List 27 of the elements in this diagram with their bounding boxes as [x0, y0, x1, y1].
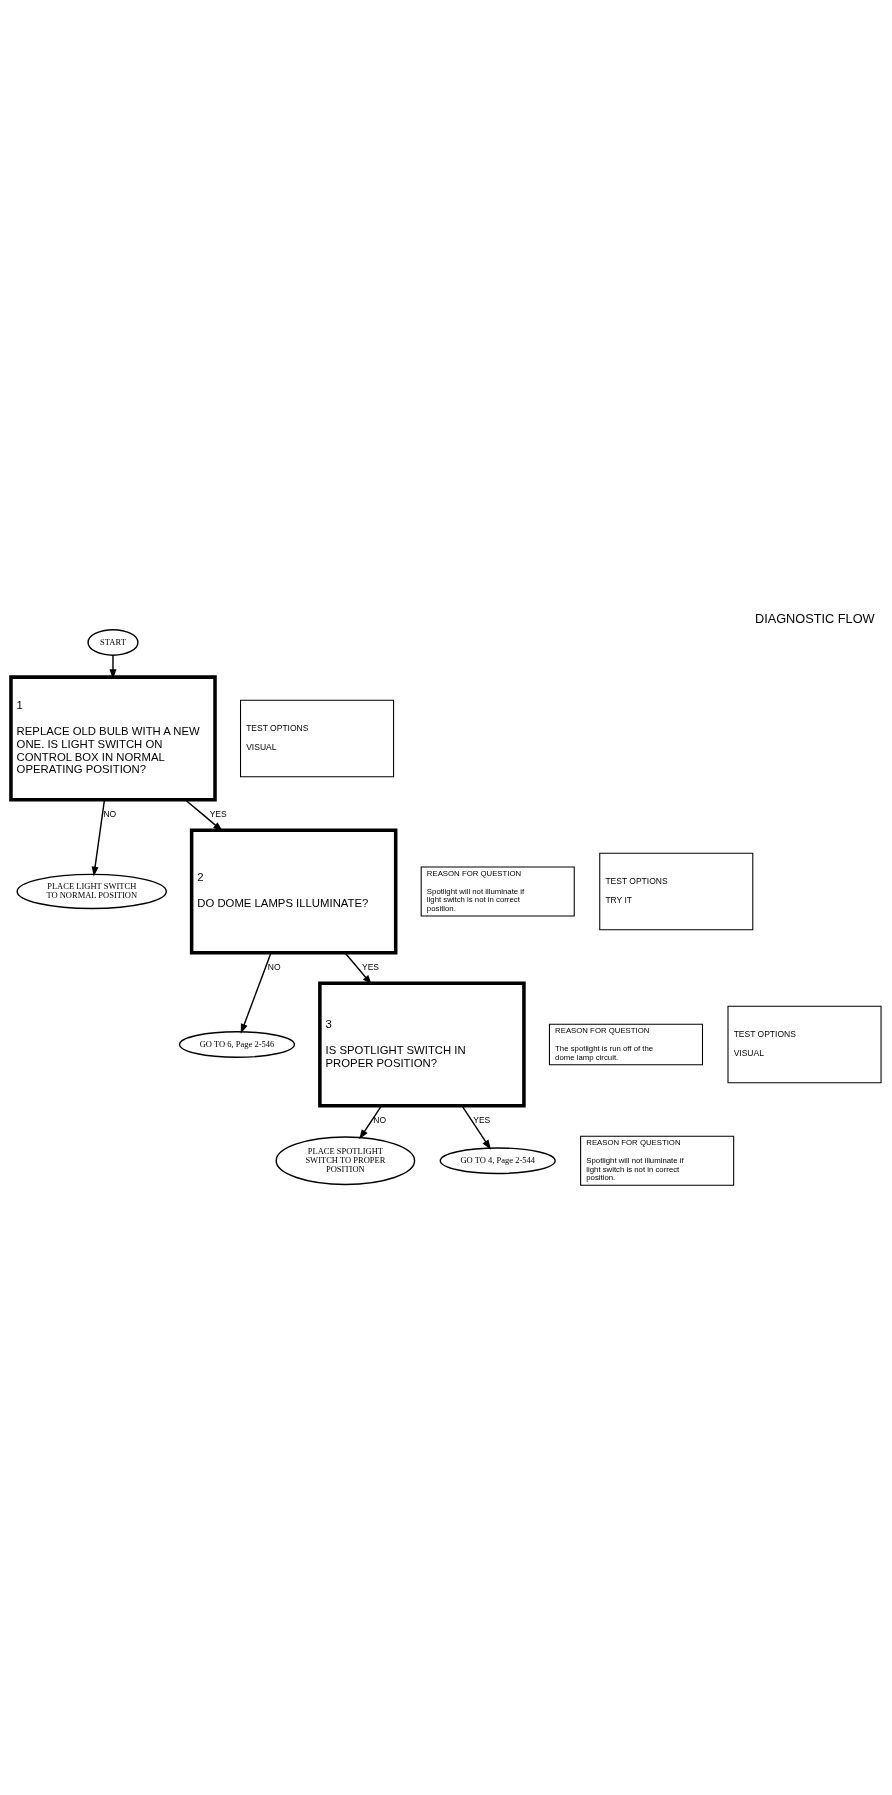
arrow — [91, 799, 106, 877]
node-box: REASON FOR QUESTION Spotlight will not illuminate if light switch is not in correct position. — [580, 1135, 735, 1186]
edge-label: NO — [373, 1115, 387, 1126]
node-box: TEST OPTIONS TRY IT — [599, 852, 754, 931]
diagram-title: DIAGNOSTIC FLOW — [754, 610, 875, 626]
node-box: 3 IS SPOTLIGHT SWITCH IN PROPER POSITION? — [318, 981, 526, 1108]
edge-label: YES — [473, 1115, 491, 1126]
node-ellipse: START — [87, 628, 139, 656]
arrow — [359, 1105, 383, 1140]
node-ellipse: PLACE SPOTLIGHT SWITCH TO PROPER POSITION — [275, 1136, 416, 1186]
node-ellipse: PLACE LIGHT SWITCH TO NORMAL POSITION — [16, 873, 167, 910]
node-box: REASON FOR QUESTION Spotlight will not illuminate if light switch is not in correct position. — [420, 866, 575, 917]
edge-label: YES — [209, 809, 227, 820]
node-box: 2 DO DOME LAMPS ILLUMINATE? — [189, 828, 398, 955]
edge-label: NO — [267, 962, 281, 973]
node-box: TEST OPTIONS VISUAL — [240, 699, 395, 778]
node-ellipse: GO TO 4, Page 2-544 — [439, 1147, 556, 1175]
edge-label: YES — [362, 962, 380, 973]
node-box: 1 REPLACE OLD BULB WITH A NEW ONE. IS LIGHT SWITCH ON CONTROL BOX IN NORMAL OPERATING POSITION? — [9, 675, 217, 802]
arrow — [344, 952, 372, 985]
node-box: TEST OPTIONS VISUAL — [727, 1005, 882, 1084]
arrow — [461, 1105, 491, 1150]
arrow — [184, 799, 223, 832]
node-box: REASON FOR QUESTION The spotlight is run off of the dome lamp circuit. — [548, 1023, 703, 1066]
node-ellipse: GO TO 6, Page 2-546 — [178, 1031, 296, 1058]
arrow — [240, 952, 272, 1034]
edge-label: NO — [103, 809, 117, 820]
